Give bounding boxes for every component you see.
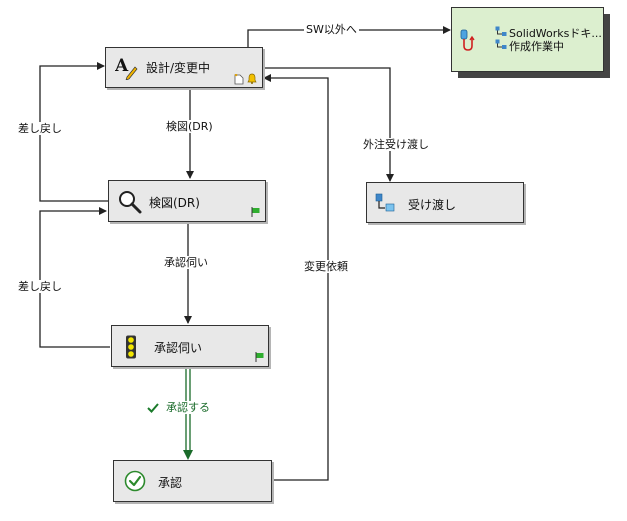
bell-icon <box>247 73 257 84</box>
magnifier-icon <box>119 191 142 214</box>
small-route-icon-2 <box>495 39 507 49</box>
new-document-icon <box>234 74 244 85</box>
edge-label-check-back: 差し戻し <box>16 122 64 135</box>
edge-label-to-sw: SW以外へ <box>304 23 359 36</box>
sw-other-line1: SolidWorksドキ... <box>509 27 602 40</box>
node-handover[interactable]: 受け渡し <box>366 182 524 223</box>
workflow-routing-icon <box>460 29 475 51</box>
edge-label-check-to-request: 承認伺い <box>162 256 210 269</box>
node-sw-other[interactable]: SolidWorksドキ... 作成作業中 <box>451 7 604 72</box>
node-check-label: 検図(DR) <box>149 196 200 210</box>
edge-label-design-to-check: 検図(DR) <box>164 120 215 133</box>
node-design[interactable]: A 設計/変更中 <box>105 47 263 88</box>
handover-route-icon <box>375 193 395 212</box>
node-approval-request[interactable]: 承認伺い <box>111 325 269 367</box>
edge-label-outsource: 外注受け渡し <box>361 138 431 151</box>
sw-other-line2: 作成作業中 <box>509 40 564 53</box>
svg-text:A: A <box>115 56 129 76</box>
text-edit-pencil-icon: A <box>115 56 138 80</box>
edge-label-change-request: 変更依頼 <box>302 260 350 273</box>
edge-label-approve: 承認する <box>164 401 212 414</box>
check-circle-icon <box>124 470 146 492</box>
edge-to-sw <box>247 26 451 47</box>
small-route-icon-1 <box>495 26 507 36</box>
edge-request-back <box>39 207 110 348</box>
edge-change-request <box>263 74 329 481</box>
node-approved[interactable]: 承認 <box>113 460 272 502</box>
node-check[interactable]: 検図(DR) <box>108 180 266 222</box>
node-design-label: 設計/変更中 <box>146 61 211 75</box>
edge-approve-arrow <box>183 450 193 460</box>
approve-check-icon <box>147 403 159 413</box>
edge-outsource <box>263 67 394 182</box>
node-handover-label: 受け渡し <box>408 198 457 212</box>
green-flag-icon <box>255 352 264 362</box>
node-approval-request-label: 承認伺い <box>154 341 203 355</box>
traffic-light-icon <box>126 335 136 359</box>
green-flag-icon <box>251 207 260 217</box>
edge-label-request-back: 差し戻し <box>16 280 64 293</box>
node-approved-label: 承認 <box>158 476 183 490</box>
